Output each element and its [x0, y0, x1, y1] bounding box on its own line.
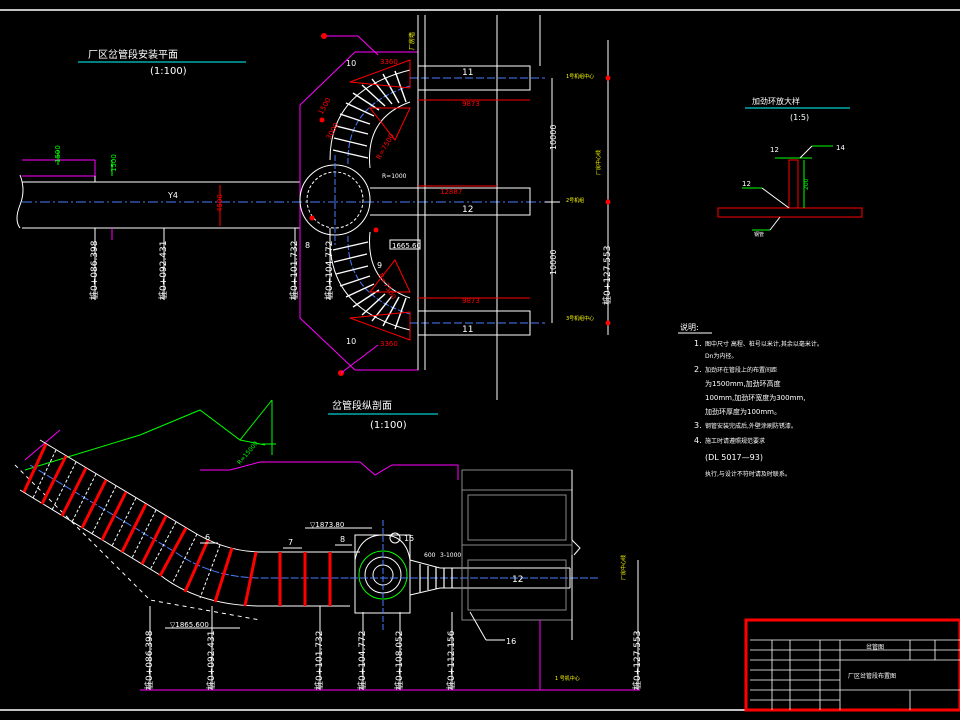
section-station-7: 桩0+127.553: [631, 631, 643, 691]
section-pipe-label-15: 15: [404, 534, 414, 543]
svg-text:1500: 1500: [110, 154, 118, 172]
plan-pipe-label-11-top: 11: [462, 68, 473, 78]
svg-text:厂房中心线: 厂房中心线: [595, 150, 602, 175]
section-dim-600: 600: [424, 552, 436, 559]
svg-text:厂房中心线: 厂房中心线: [620, 555, 627, 580]
section-scale: (1:100): [370, 420, 407, 431]
plan-station-2: 桩0+092.431: [157, 241, 169, 301]
svg-text:1500: 1500: [54, 145, 62, 163]
plan-scale: (1:100): [150, 66, 187, 77]
note-2-num: 2.: [694, 365, 702, 374]
stiffener-detail: 加劲环放大样 (1:5) 12 14 12 200 钢管: [717, 96, 863, 238]
detail-scale: (1:5): [790, 113, 809, 122]
note-2-text: 加劲环在管段上的布置间距: [705, 366, 777, 374]
note-4-text2: (DL 5017—93): [705, 453, 763, 462]
title-block-project: 岔管图: [866, 643, 884, 651]
detail-label-12-top: 12: [770, 146, 779, 154]
title-block: 岔管图 厂区岔管段布置图: [744, 618, 960, 712]
plan-pipe-label-10-top: 10: [346, 59, 356, 68]
note-2-text2: 为1500mm,加劲环高度: [705, 379, 781, 388]
plan-dim-12887: 12887: [440, 188, 462, 196]
plan-dim-9873-top: 9873: [462, 100, 480, 108]
note-2-text4: 加劲环厚度为100mm。: [705, 407, 781, 416]
plan-pipe-label-12: 12: [462, 205, 473, 215]
note-1-num: 1.: [694, 339, 702, 348]
svg-text:R=1000: R=1000: [382, 173, 407, 180]
plan-view: 厂区岔管段安装平面 (1:100) 1500 1500 Y4 4500 桩0+0…: [16, 15, 613, 400]
plan-dim-9873-bottom: 9873: [462, 297, 480, 305]
plan-dim-1665: 1665.60: [392, 242, 421, 250]
section-elev-2: ▽1865.600: [170, 621, 209, 629]
section-title: 岔管段纵剖面: [332, 399, 392, 412]
section-station-5: 桩0+108.052: [393, 631, 405, 691]
section-pipe-label-16: 16: [506, 637, 516, 646]
section-station-1: 桩0+086.398: [143, 630, 155, 690]
detail-title: 加劲环放大样: [752, 96, 800, 106]
svg-text:2号机组: 2号机组: [566, 197, 584, 204]
plan-pipe-label-y4: Y4: [167, 191, 178, 200]
section-elev-1: ▽1873.80: [310, 521, 344, 529]
detail-label-200: 200: [803, 178, 810, 190]
plan-title: 厂区岔管段安装平面: [88, 48, 178, 61]
plan-dim-3360-bottom: 3360: [380, 340, 398, 348]
title-block-drawing-name: 厂区岔管段布置图: [848, 672, 896, 680]
svg-text:3号机组中心: 3号机组中心: [566, 315, 594, 322]
svg-text:1号机组中心: 1号机组中心: [566, 73, 594, 80]
plan-pipe-label-8: 8: [305, 241, 310, 250]
plan-station-5: 桩0+127.553: [601, 246, 613, 306]
notes: 说明: 1. 图中尺寸 高程、桩号以米计,其余以毫米计。 Dn为内径。 2. 加…: [678, 322, 823, 478]
section-pipe-label-7: 7: [288, 538, 293, 547]
note-3-text: 钢管安装完成后,外壁涂刷防锈漆。: [705, 422, 797, 430]
note-2-text3: 100mm,加劲环宽度为300mm,: [705, 393, 805, 402]
note-1-text: 图中尺寸 高程、桩号以米计,其余以毫米计。: [705, 340, 823, 348]
section-dim-3-1000: 3-1000: [440, 552, 461, 559]
notes-heading: 说明:: [680, 322, 699, 332]
plan-station-3: 桩0+101.732: [288, 241, 300, 301]
note-4-text3: 执行,与设计不符时请及时联系。: [705, 470, 791, 478]
note-4-num: 4.: [694, 436, 702, 445]
note-3-num: 3.: [694, 421, 702, 430]
plan-dim-10000-bottom: 10000: [549, 250, 558, 275]
detail-label-14: 14: [836, 144, 845, 152]
section-pipe-label-6: 6: [205, 533, 210, 542]
note-1-text2: Dn为内径。: [705, 352, 737, 360]
section-pipe-label-8: 8: [340, 535, 345, 544]
detail-label-12-left: 12: [742, 180, 751, 188]
plan-dim-10000-top: 10000: [549, 125, 558, 150]
section-station-3: 桩0+101.732: [313, 631, 325, 691]
note-4-text: 施工时请遵照规范要求: [705, 437, 765, 445]
svg-text:厂房墙: 厂房墙: [408, 32, 416, 50]
plan-pipe-label-10-bottom: 10: [346, 337, 356, 346]
section-station-4: 桩0+104.772: [356, 631, 368, 691]
section-station-6: 桩0+112.156: [445, 630, 457, 690]
plan-station-1: 桩0+086.398: [88, 240, 100, 300]
plan-station-4: 桩0+104.772: [323, 241, 335, 301]
plan-pipe-label-11-bottom: 11: [462, 325, 473, 335]
svg-text:钢管: 钢管: [754, 231, 764, 238]
section-pipe-label-12: 12: [512, 575, 523, 585]
plan-dim-4500: 4500: [216, 194, 224, 212]
section-station-2: 桩0+092.431: [205, 631, 217, 691]
plan-dim-3360-top: 3360: [380, 58, 398, 66]
plan-pipe-label-9: 9: [377, 261, 382, 270]
svg-text:1 号机中心: 1 号机中心: [555, 675, 580, 682]
